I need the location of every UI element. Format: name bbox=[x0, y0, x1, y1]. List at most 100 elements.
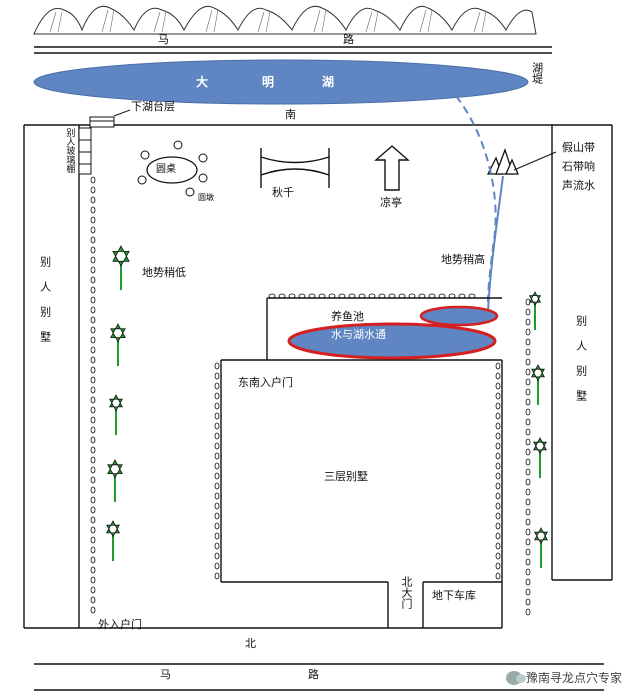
fence-post bbox=[495, 542, 501, 550]
fence-post bbox=[90, 186, 96, 194]
rockery-icon bbox=[486, 148, 519, 175]
fence-post bbox=[90, 176, 96, 184]
fence-post bbox=[90, 236, 96, 244]
water-link-label: 水与湖水通 bbox=[331, 328, 386, 341]
east-fence-dots bbox=[525, 298, 531, 616]
terrain-high-label: 地势稍高 bbox=[441, 253, 485, 266]
tree-icon bbox=[109, 394, 123, 412]
tree-icon bbox=[531, 364, 545, 382]
rockery-label: 假山带石带响声流水 bbox=[562, 141, 595, 192]
fence-post bbox=[90, 506, 96, 514]
fence-post bbox=[90, 406, 96, 414]
fence-post bbox=[214, 502, 220, 510]
fence-post bbox=[90, 336, 96, 344]
fish-pond-label: 养鱼池 bbox=[331, 310, 364, 323]
fence-post bbox=[525, 318, 531, 326]
fence-post bbox=[90, 256, 96, 264]
fence-post bbox=[525, 308, 531, 316]
fence-post bbox=[90, 546, 96, 554]
fence-post bbox=[525, 598, 531, 606]
left-fence-dots bbox=[90, 176, 96, 614]
tree-icon bbox=[112, 245, 130, 267]
fence-post bbox=[90, 216, 96, 224]
fence-post bbox=[214, 382, 220, 390]
se-entrance-label: 东南入户门 bbox=[238, 376, 293, 389]
fence-post bbox=[90, 246, 96, 254]
fence-post bbox=[90, 486, 96, 494]
fence-post bbox=[495, 492, 501, 500]
fence-post bbox=[495, 382, 501, 390]
left-neighbor-villa-label: 别人别墅 bbox=[38, 256, 52, 356]
pavilion-icon bbox=[374, 145, 410, 191]
fence-post bbox=[90, 296, 96, 304]
fence-post bbox=[525, 388, 531, 396]
fence-post bbox=[495, 562, 501, 570]
fence-post bbox=[214, 572, 220, 580]
round-table-label: 圆桌 bbox=[156, 164, 176, 175]
fence-post bbox=[214, 442, 220, 450]
fence-post bbox=[525, 408, 531, 416]
top-road-char-1: 马 bbox=[158, 33, 169, 46]
tree-icon bbox=[107, 459, 123, 479]
fence-post bbox=[495, 502, 501, 510]
fence-post bbox=[90, 346, 96, 354]
fence-post bbox=[525, 398, 531, 406]
fence-post bbox=[525, 338, 531, 346]
fence-post bbox=[525, 458, 531, 466]
fence-post bbox=[525, 358, 531, 366]
fence-post bbox=[214, 562, 220, 570]
lake-embankment-label: 湖堤 bbox=[530, 62, 544, 84]
fence-post bbox=[495, 512, 501, 520]
bottom-road bbox=[34, 663, 604, 691]
fence-post bbox=[90, 416, 96, 424]
fence-post bbox=[214, 432, 220, 440]
watermark-text: 豫南寻龙点穴专家 bbox=[525, 671, 622, 685]
tree-icon bbox=[533, 437, 547, 455]
fence-post bbox=[495, 372, 501, 380]
bottom-road-char-2: 路 bbox=[308, 668, 319, 681]
fence-post bbox=[495, 472, 501, 480]
fence-post bbox=[525, 498, 531, 506]
fence-post bbox=[214, 462, 220, 470]
fence-post bbox=[90, 286, 96, 294]
fence-post bbox=[495, 432, 501, 440]
north-gate-label: 北大门 bbox=[400, 576, 413, 609]
fence-post bbox=[525, 428, 531, 436]
fence-post bbox=[214, 522, 220, 530]
fence-post bbox=[90, 426, 96, 434]
fence-post bbox=[525, 538, 531, 546]
fence-post bbox=[214, 532, 220, 540]
fence-post bbox=[525, 418, 531, 426]
fence-post bbox=[90, 326, 96, 334]
fence-post bbox=[525, 468, 531, 476]
fence-post bbox=[495, 412, 501, 420]
fence-post bbox=[495, 532, 501, 540]
fence-post bbox=[90, 356, 96, 364]
mountain-shading bbox=[49, 9, 487, 33]
wechat-icon bbox=[505, 670, 526, 685]
bottom-road-char-1: 马 bbox=[160, 668, 171, 681]
fence-post bbox=[495, 362, 501, 370]
fence-post bbox=[214, 412, 220, 420]
fence-post bbox=[90, 226, 96, 234]
tree-icon bbox=[528, 291, 542, 307]
fence-post bbox=[90, 586, 96, 594]
fish-pond-enclosure bbox=[266, 297, 502, 361]
south-label: 南 bbox=[285, 108, 296, 121]
fence-post bbox=[495, 482, 501, 490]
fence-post bbox=[525, 528, 531, 536]
lake-char-2: 明 bbox=[262, 75, 275, 89]
fence-post bbox=[525, 578, 531, 586]
swing-label: 秋千 bbox=[272, 186, 294, 199]
tree-icon bbox=[534, 527, 548, 545]
fence-post bbox=[525, 378, 531, 386]
fence-post bbox=[90, 456, 96, 464]
swing bbox=[260, 148, 330, 188]
fish-pond bbox=[287, 322, 497, 360]
round-table bbox=[146, 156, 198, 184]
fence-post bbox=[525, 488, 531, 496]
fence-post bbox=[214, 362, 220, 370]
fence-post bbox=[495, 422, 501, 430]
right-fence-dots bbox=[495, 362, 501, 580]
fence-post bbox=[90, 366, 96, 374]
